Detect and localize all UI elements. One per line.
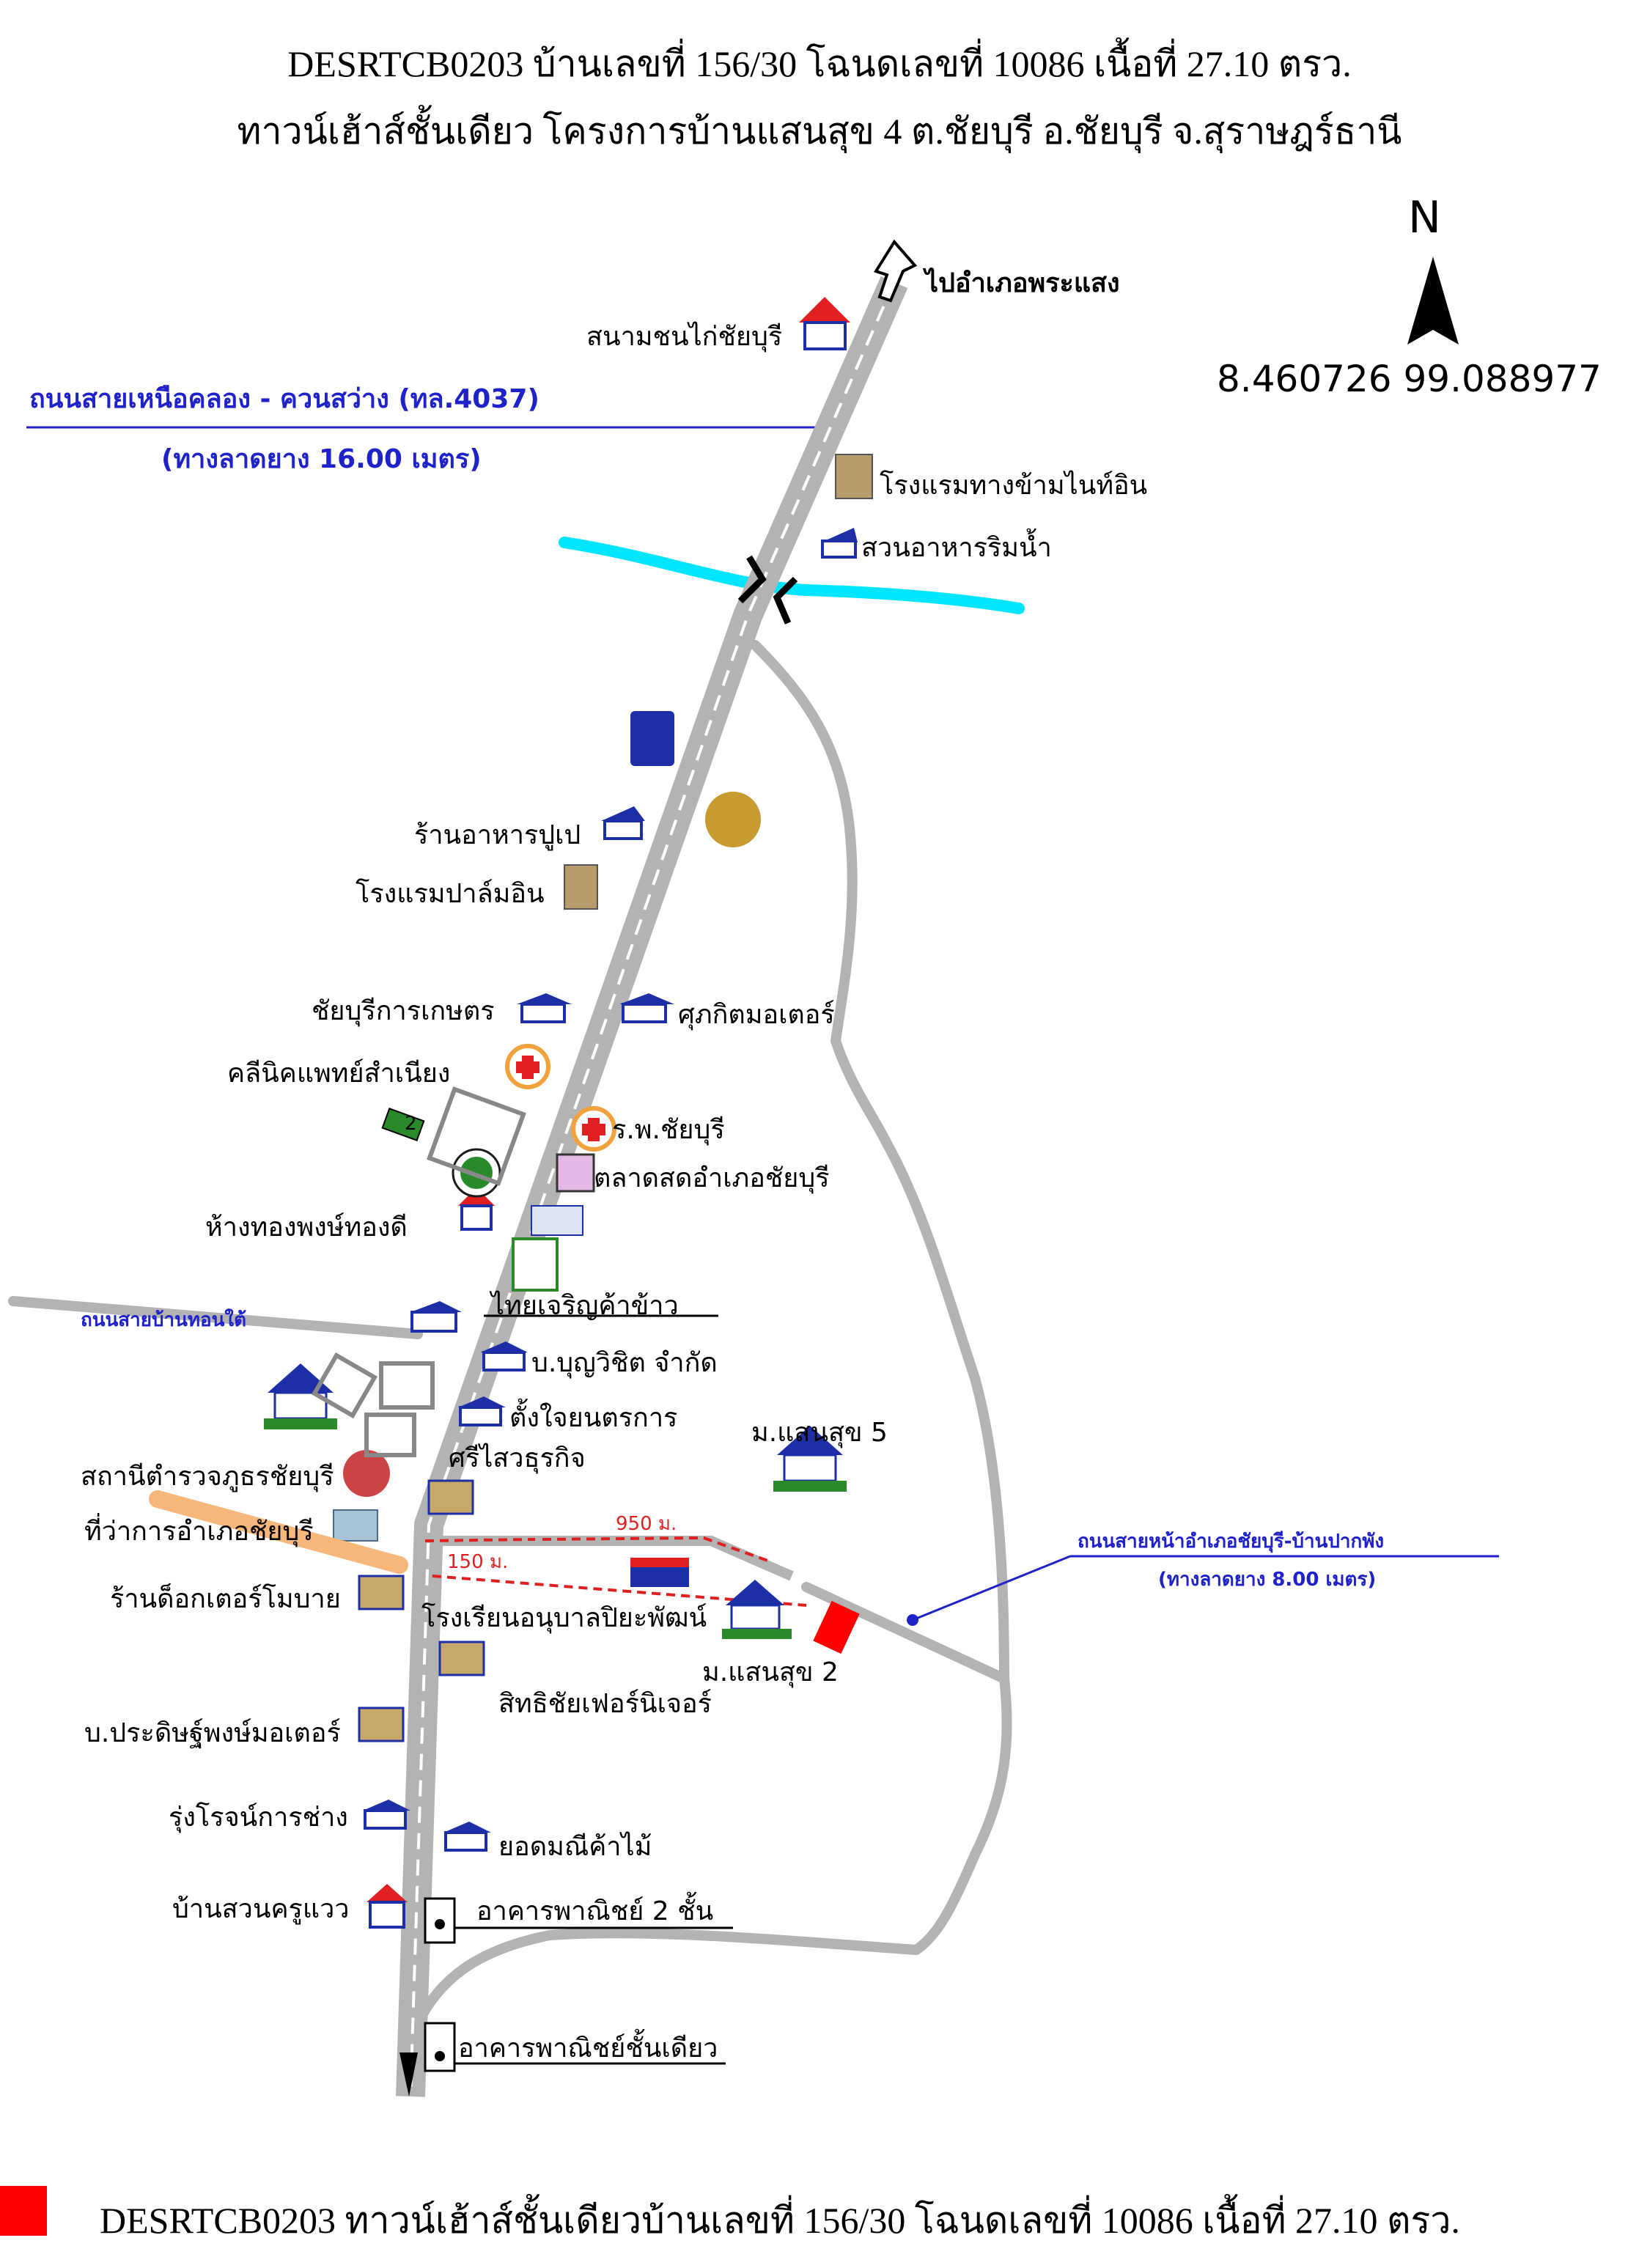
river <box>559 537 1025 614</box>
place-cockfight-arena: สนามชนไก่ชัยบุรี <box>586 322 783 352</box>
place-chaiburi-agri: ชัยบุรีการเกษตร <box>312 996 495 1026</box>
legend-text: DESRTCB0203 ทาวน์เฮ้าส์ชั้นเดียวบ้านเลขท… <box>100 2200 1460 2241</box>
place-gold-shop: ห้างทองพงษ์ทองดี <box>205 1212 408 1242</box>
place-commercial-2-storey: อาคารพาณิชย์ 2 ชั้น <box>476 1896 714 1926</box>
place-clinic: คลีนิคแพทย์สำเนียง <box>227 1058 451 1089</box>
header-line-1: DESRTCB0203 บ้านเลขที่ 156/30 โฉนดเลขที่… <box>287 43 1352 84</box>
front-road-sub-label: (ทางลาดยาง 8.00 เมตร) <box>1158 1569 1377 1591</box>
bridge-right <box>773 576 798 625</box>
place-tangjai-motor: ตั้งใจยนตรการ <box>509 1403 678 1433</box>
secondary-roads <box>8 640 1012 2028</box>
compass-north-label: N <box>1408 192 1441 243</box>
property-marker <box>813 1600 860 1654</box>
north-road-label: ถนนสายเหนือคลอง - ควนสว่าง (ทล.4037) <box>29 384 539 414</box>
front-road-leader <box>912 1555 1071 1621</box>
place-palm-inn: โรงแรมปาล์มอิน <box>356 879 545 909</box>
tho-tai-road-label: ถนนสายบ้านทอนใต้ <box>81 1309 246 1331</box>
front-road-junction <box>907 1614 918 1626</box>
distance-950-arrow <box>424 1538 536 1542</box>
south-arrow-icon <box>399 2052 418 2096</box>
place-yodmanee-timber: ยอดมณีค้าไม้ <box>498 1832 652 1862</box>
to-phrasaeng-label: ไปอำเภอพระแสง <box>925 268 1120 298</box>
north-road-sub-label: (ทางลาดยาง 16.00 เมตร) <box>161 444 482 474</box>
header-line-2: ทาวน์เฮ้าส์ชั้นเดียว โครงการบ้านแสนสุข 4… <box>237 111 1402 152</box>
place-riverside-restaurant: สวนอาหารริมน้ำ <box>861 533 1052 563</box>
place-fresh-market: ตลาดสดอำเภอชัยบุรี <box>594 1163 830 1193</box>
to-phrasaeng-arrow <box>873 239 918 303</box>
compass-arrow-icon <box>1407 257 1459 345</box>
place-srisawai: ศรีไสวธุรกิจ <box>449 1443 586 1473</box>
place-doctor-mobile: ร้านด็อกเตอร์โมบาย <box>110 1584 341 1614</box>
distance-950-label: 950 ม. <box>616 1513 677 1535</box>
place-supakit-motor: ศุภกิตมอเตอร์ <box>678 1000 835 1030</box>
front-road-label: ถนนสายหน้าอำเภอชัยบุรี-บ้านปากพัง <box>1078 1531 1385 1553</box>
coordinates: 8.460726 99.088977 <box>1217 358 1602 400</box>
distance-150-label: 150 ม. <box>447 1551 509 1573</box>
place-hospital: ร.พ.ชัยบุรี <box>612 1115 725 1145</box>
route-map <box>8 239 1499 2097</box>
plot-badge: 2 <box>405 1113 417 1135</box>
place-boonwichit: บ.บุญวิชิต จำกัด <box>531 1348 718 1378</box>
bridge-left <box>737 555 767 604</box>
place-district-office: ที่ว่าการอำเภอชัยบุรี <box>84 1517 314 1547</box>
legend-swatch <box>0 2186 47 2236</box>
place-rungroj: รุ่งโรจน์การช่าง <box>169 1803 348 1833</box>
main-road-centerline <box>409 281 896 2097</box>
distance-950-arrow-2 <box>542 1536 770 1563</box>
place-saensuk-2: ม.แสนสุข 2 <box>702 1657 839 1687</box>
place-baan-suan-kru-waew: บ้านสวนครูแวว <box>172 1894 350 1924</box>
place-thai-charoen-rice: ไทยเจริญค้าข้าว <box>491 1291 679 1321</box>
building-icons <box>149 297 873 2072</box>
place-pradit-motor: บ.ประดิษฐ์พงษ์มอเตอร์ <box>84 1718 341 1748</box>
place-piyapat-school: โรงเรียนอนุบาลปิยะพัฒน์ <box>421 1603 707 1633</box>
place-saensuk-5: ม.แสนสุข 5 <box>751 1418 888 1448</box>
place-police-station: สถานีตำรวจภูธรชัยบุรี <box>81 1462 334 1492</box>
place-thangkham-hotel: โรงแรมทางข้ามไนท์อิน <box>880 471 1148 501</box>
place-commercial-1-storey: อาคารพาณิชย์ชั้นเดียว <box>458 2033 718 2063</box>
place-pupe-restaurant: ร้านอาหารปูเป <box>414 820 581 850</box>
place-sitthichai-furniture: สิทธิชัยเฟอร์นิเจอร์ <box>498 1689 712 1719</box>
